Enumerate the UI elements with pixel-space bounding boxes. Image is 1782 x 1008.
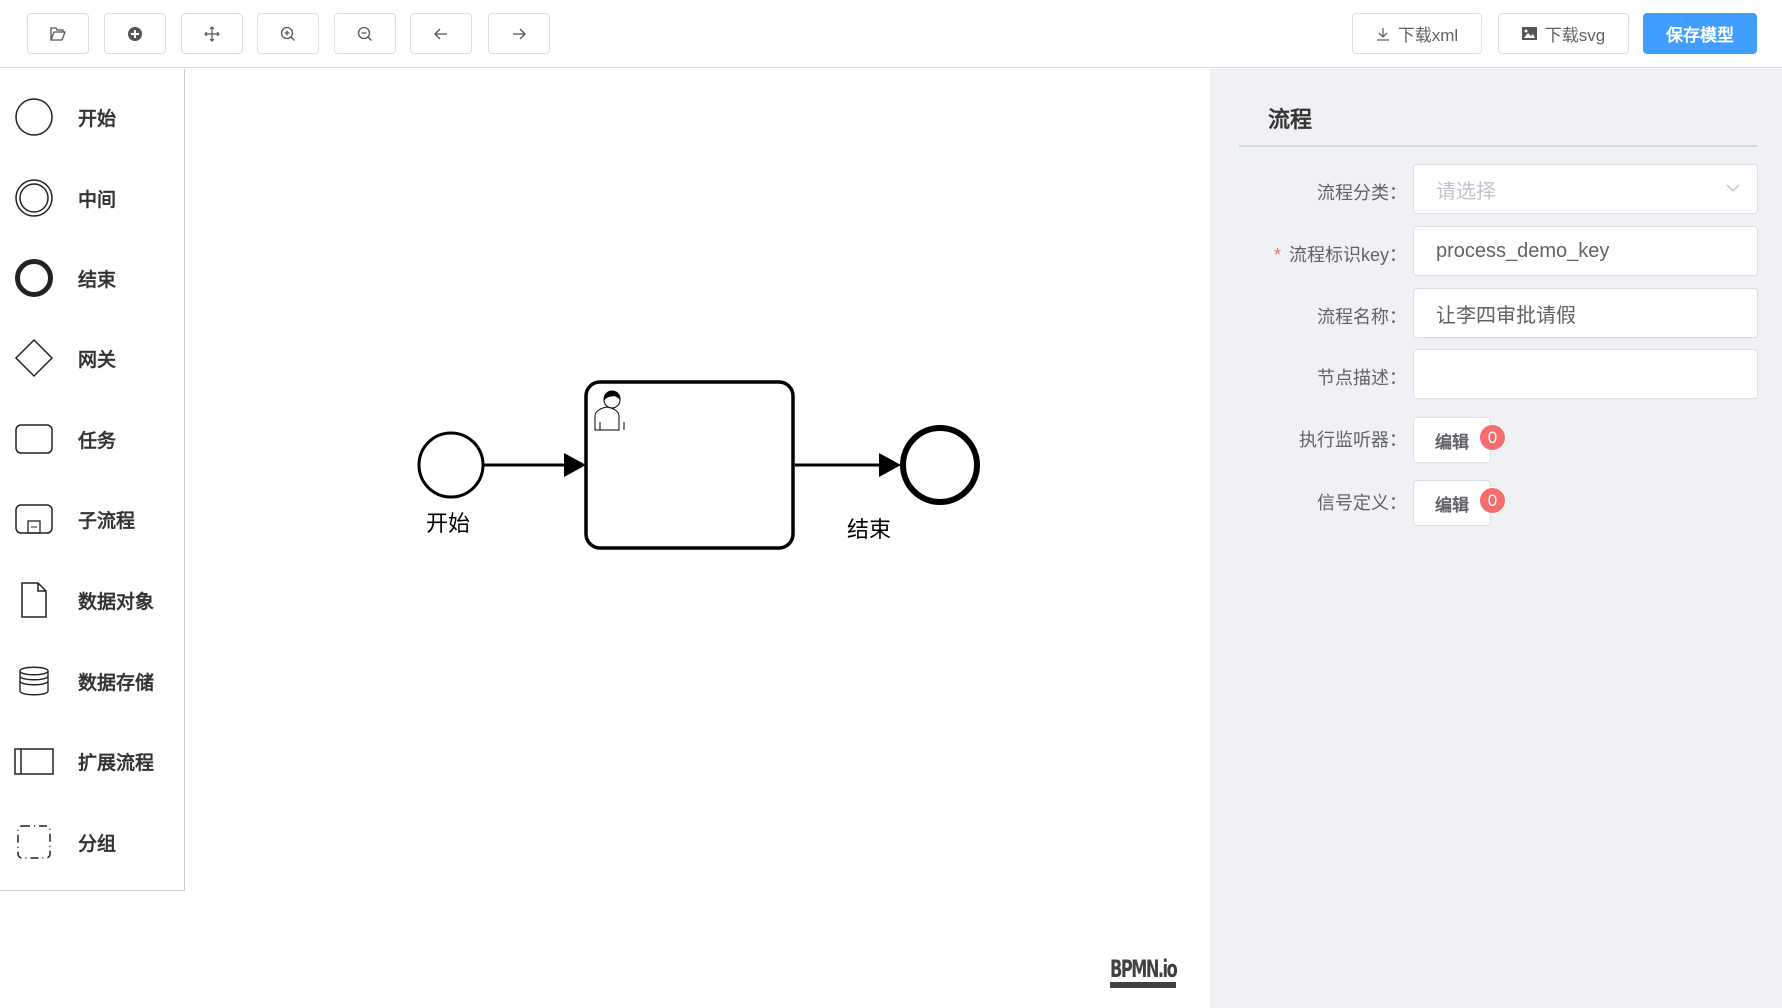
palette-item-label: 数据对象 — [78, 591, 155, 613]
process-key-value: process_demo_key — [1436, 239, 1610, 262]
category-placeholder: 请选择 — [1436, 180, 1496, 203]
start-event[interactable] — [417, 431, 485, 499]
process-name-input[interactable]: 让李四审批请假 — [1413, 288, 1758, 338]
palette-item-label: 数据存储 — [78, 672, 155, 694]
palette-item-label: 网关 — [78, 349, 117, 371]
intermediate-event-icon — [15, 179, 53, 217]
category-label: 流程分类： — [1317, 183, 1407, 203]
start-event-icon — [15, 98, 53, 136]
palette-item-label: 结束 — [78, 269, 117, 291]
folder-open-icon — [50, 26, 66, 41]
redo-button[interactable] — [488, 13, 550, 54]
edit-label: 编辑 — [1435, 495, 1469, 515]
key-label: * 流程标识key： — [1274, 241, 1407, 267]
palette-item-participant[interactable]: 扩展流程 — [0, 731, 184, 791]
zoom-out-icon — [357, 26, 372, 41]
end-event-icon — [15, 259, 53, 297]
gateway-icon — [14, 338, 54, 378]
fit-view-button[interactable] — [181, 13, 243, 54]
diagram-canvas[interactable]: 开始 结束 — [0, 0, 1210, 1008]
palette-item-label: 分组 — [78, 833, 117, 855]
save-model-label: 保存模型 — [1666, 26, 1734, 45]
palette-item-start-event[interactable]: 开始 — [0, 87, 184, 147]
undo-button[interactable] — [410, 13, 472, 54]
download-svg-label: 下载svg — [1544, 26, 1606, 45]
end-event[interactable] — [900, 425, 980, 505]
image-icon — [1521, 27, 1537, 40]
listener-label: 执行监听器： — [1299, 430, 1407, 450]
zoom-in-button[interactable] — [257, 13, 319, 54]
save-model-button[interactable]: 保存模型 — [1643, 13, 1757, 54]
process-name-value: 让李四审批请假 — [1436, 304, 1576, 327]
group-icon — [17, 825, 51, 859]
palette: 开始 中间 结束 网关 任务 子流程 数据对象 数据存储 扩展流程 分组 — [0, 69, 185, 891]
palette-item-gateway[interactable]: 网关 — [0, 328, 184, 388]
edit-label: 编辑 — [1435, 432, 1469, 452]
move-icon — [204, 25, 220, 42]
palette-item-label: 任务 — [78, 430, 117, 452]
user-task[interactable] — [584, 380, 795, 550]
toolbar: 下载xml 下载svg 保存模型 — [0, 0, 1782, 68]
edit-listeners-button[interactable]: 编辑 — [1413, 417, 1491, 463]
required-asterisk: * — [1273, 245, 1281, 265]
palette-item-label: 扩展流程 — [78, 752, 155, 774]
user-icon — [594, 390, 625, 431]
palette-item-end-event[interactable]: 结束 — [0, 248, 184, 308]
process-key-input[interactable]: process_demo_key — [1413, 226, 1758, 276]
name-label: 流程名称： — [1317, 307, 1407, 327]
chevron-down-icon — [1726, 184, 1740, 193]
zoom-in-icon — [280, 26, 295, 41]
pool-icon — [14, 748, 54, 775]
subprocess-icon — [15, 504, 53, 534]
arrowhead — [879, 453, 901, 477]
panel-divider — [1239, 145, 1757, 147]
open-file-button[interactable] — [27, 13, 89, 54]
data-object-icon — [21, 582, 47, 618]
end-event-label: 结束 — [847, 517, 891, 542]
plus-circle-icon — [128, 26, 142, 41]
description-input[interactable] — [1413, 349, 1758, 399]
download-icon — [1376, 27, 1389, 41]
palette-item-intermediate-event[interactable]: 中间 — [0, 168, 184, 228]
signal-count-badge: 0 — [1479, 487, 1506, 514]
bpmn-io-logo[interactable]: BPMN.io — [1110, 956, 1178, 988]
arrowhead — [564, 453, 586, 477]
data-store-icon — [19, 666, 49, 696]
palette-item-data-object[interactable]: 数据对象 — [0, 570, 184, 630]
download-xml-button[interactable]: 下载xml — [1352, 13, 1482, 54]
key-label-text: 流程标识key： — [1288, 245, 1407, 265]
palette-item-label: 子流程 — [78, 510, 136, 532]
properties-panel: 流程 流程分类： 请选择 *流程标识key： process_demo_key … — [1210, 69, 1782, 1008]
download-xml-label: 下载xml — [1397, 26, 1459, 45]
palette-item-group[interactable]: 分组 — [0, 812, 184, 872]
signal-label: 信号定义： — [1317, 493, 1407, 513]
listener-count-badge: 0 — [1479, 424, 1506, 451]
task-icon — [15, 424, 53, 454]
redo-arrow-icon — [513, 28, 526, 39]
start-event-label: 开始 — [426, 511, 470, 536]
description-label: 节点描述： — [1317, 368, 1407, 388]
panel-title: 流程 — [1268, 107, 1313, 132]
palette-item-label: 中间 — [78, 189, 117, 211]
category-select[interactable]: 请选择 — [1413, 164, 1758, 214]
download-svg-button[interactable]: 下载svg — [1498, 13, 1629, 54]
zoom-out-button[interactable] — [334, 13, 396, 54]
palette-item-label: 开始 — [78, 108, 117, 130]
palette-item-data-store[interactable]: 数据存储 — [0, 651, 184, 711]
palette-item-subprocess[interactable]: 子流程 — [0, 489, 184, 549]
create-new-button[interactable] — [104, 13, 166, 54]
undo-arrow-icon — [434, 28, 447, 39]
palette-item-task[interactable]: 任务 — [0, 409, 184, 469]
